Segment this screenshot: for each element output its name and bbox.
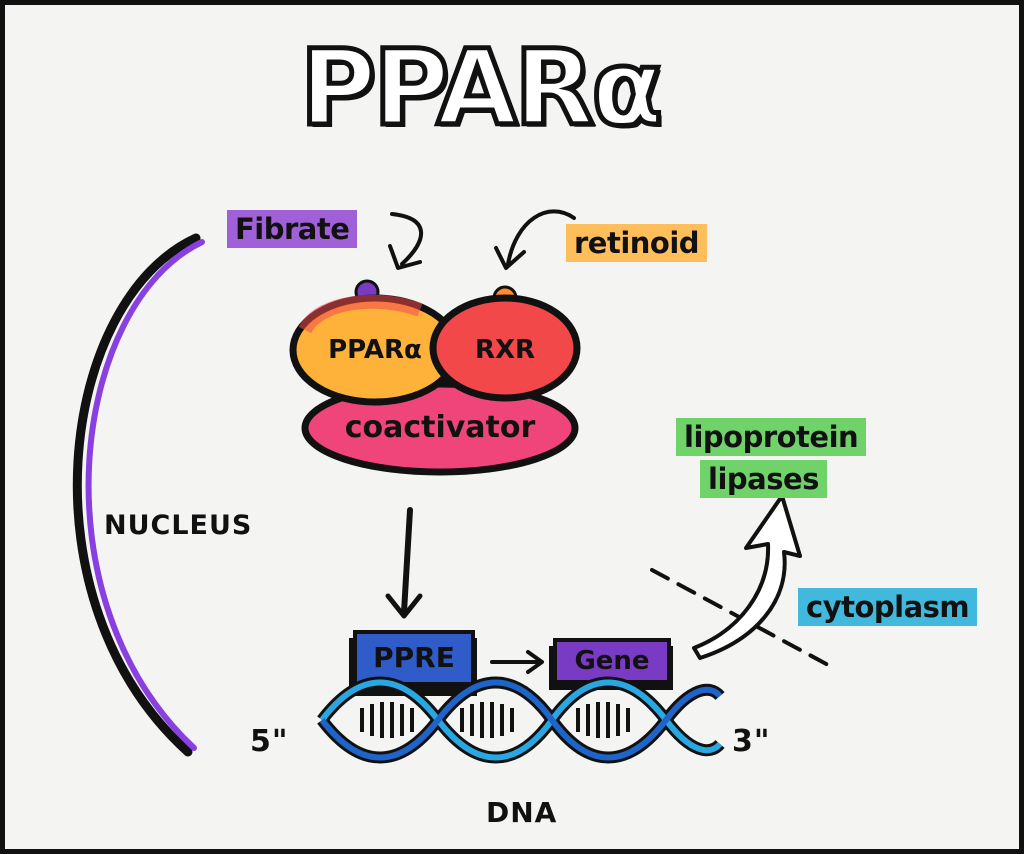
fibrate-label: Fibrate xyxy=(227,210,358,248)
ppre-label: PPRE xyxy=(373,641,455,674)
activation-arrow xyxy=(401,507,413,615)
nucleus-boundary-arc-color xyxy=(85,239,205,751)
fibrate-arrow xyxy=(390,212,423,266)
three-prime-label: 3" xyxy=(732,724,771,759)
dna-label: DNA xyxy=(486,796,558,829)
activation-arrowhead xyxy=(385,593,423,619)
retinoid-arrowhead xyxy=(494,246,526,270)
coactivator-label: coactivator xyxy=(344,410,536,445)
retinoid-label: retinoid xyxy=(566,224,708,262)
product-line-1: lipoprotein xyxy=(676,418,867,456)
cytoplasm-label: cytoplasm xyxy=(798,588,978,626)
product-line-2: lipases xyxy=(700,460,827,498)
export-arrow xyxy=(692,494,802,660)
page-title: PPARα xyxy=(298,26,666,151)
dna-helix xyxy=(317,676,725,764)
nucleus-boundary-arc xyxy=(72,233,201,757)
ppre-box xyxy=(353,630,475,686)
rxr-blob xyxy=(429,294,581,402)
gene-label: Gene xyxy=(574,646,650,676)
nucleus-label: NUCLEUS xyxy=(104,510,253,541)
five-prime-label: 5" xyxy=(250,724,289,759)
rxr-label: RXR xyxy=(474,335,536,365)
retinoid-arrow xyxy=(506,209,576,266)
ppar-label: PPARα xyxy=(328,335,422,365)
fibrate-arrowhead xyxy=(388,244,422,270)
